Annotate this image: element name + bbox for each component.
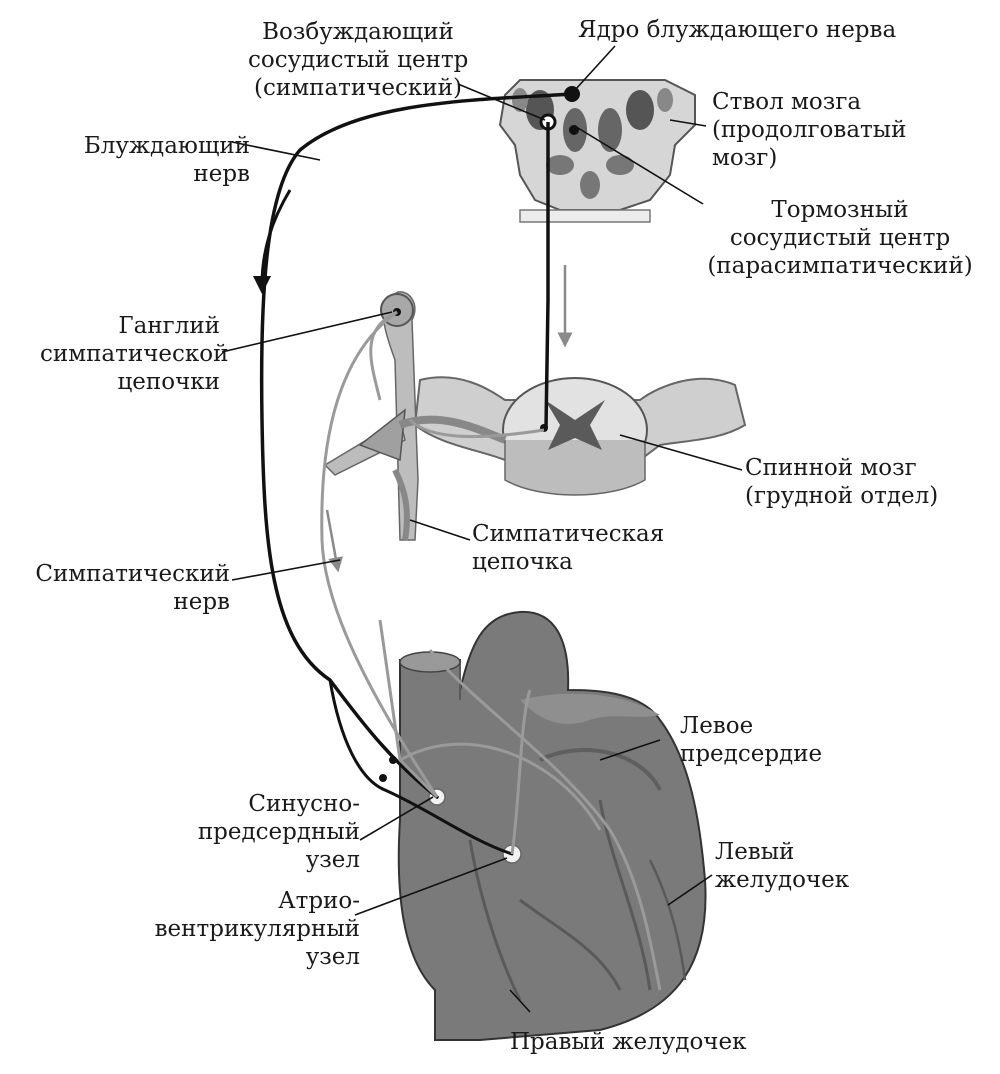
label-sympathetic-ganglion: Ганглий симпатической цепочки [40,313,229,395]
sympathetic-direction-arrow [325,509,344,573]
label-atrioventricular-node: Атрио- вентрикулярный узел [154,888,360,970]
heart-shape [397,610,707,1041]
vagus-synapse-dot [379,774,387,782]
spinal-cord-section [413,376,747,496]
label-right-ventricle: Правый желудочек [510,1029,747,1055]
vagus-synapse-dot [389,756,397,764]
label-inhibitory-vascular-center: Тормозный сосудистый центр (парасимпатич… [707,197,973,279]
excitatory-to-spinal-line [544,122,550,429]
sympathetic-nerve-line [320,310,662,991]
label-sympathetic-nerve: Симпатический нерв [35,561,230,615]
label-vagus-nerve: Блуждающий нерв [83,133,250,187]
label-excitatory-vascular-center: Возбуждающий сосудистый центр (симпатиче… [248,19,469,101]
vagus-direction-arrow [253,189,292,294]
label-vagus-nucleus: Ядро блуждающего нерва [578,17,897,43]
label-left-ventricle: Левый желудочек [715,839,850,893]
brainstem-section [498,79,696,223]
leader-lines [221,45,743,1013]
label-left-atrium: Левое предсердие [680,713,823,767]
label-brainstem: Ствол мозга (продолговатый мозг) [712,89,907,171]
label-sinoatrial-node: Синусно- предсердный узел [197,791,360,873]
vagus-nerve-line [259,92,574,856]
label-sympathetic-chain: Симпатическая цепочка [472,521,665,575]
label-spinal-cord: Спинной мозг (грудной отдел) [745,455,939,509]
